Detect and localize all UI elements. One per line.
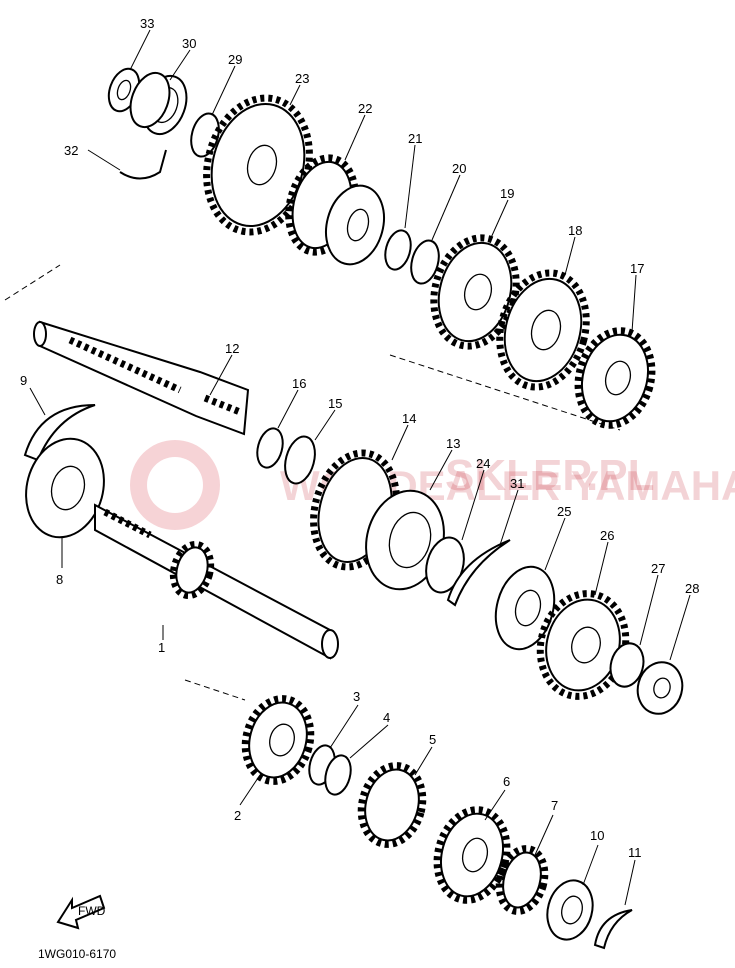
- label-20: 20: [452, 161, 466, 176]
- label-17: 17: [630, 261, 644, 276]
- label-7: 7: [551, 798, 558, 813]
- label-5: 5: [429, 732, 436, 747]
- label-12: 12: [225, 341, 239, 356]
- label-1: 1: [158, 640, 165, 655]
- label-16: 16: [292, 376, 306, 391]
- fwd-label: FWD: [78, 904, 106, 918]
- label-31: 31: [510, 476, 524, 491]
- part-31-circlip: [446, 539, 511, 607]
- label-4: 4: [383, 710, 390, 725]
- part-21-circlip: [384, 229, 412, 271]
- part-9-circlip: [23, 404, 96, 462]
- part-25-oil-seal: [494, 565, 556, 651]
- lower-axis-line: [184, 679, 246, 701]
- label-32: 32: [64, 143, 78, 158]
- label-9: 9: [20, 373, 27, 388]
- upper-axis-line-left: [4, 264, 61, 301]
- label-27: 27: [651, 561, 665, 576]
- label-6: 6: [503, 774, 510, 789]
- part-27-lock-washer: [609, 642, 645, 688]
- part-28-nut: [636, 661, 684, 715]
- label-28: 28: [685, 581, 699, 596]
- label-8: 8: [56, 572, 63, 587]
- watermark-main-group: SKLEP.PL: [445, 451, 654, 500]
- label-19: 19: [500, 186, 514, 201]
- part-18-gear: [496, 269, 590, 391]
- label-22: 22: [358, 101, 372, 116]
- label-23: 23: [295, 71, 309, 86]
- label-33: 33: [140, 16, 154, 31]
- part-26-sprocket: [536, 590, 630, 700]
- label-2: 2: [234, 808, 241, 823]
- label-18: 18: [568, 223, 582, 238]
- part-number-labels: 33 30 29 23 22 21 20 19 18 17 32 12 16 1…: [20, 16, 699, 860]
- label-21: 21: [408, 131, 422, 146]
- label-11: 11: [628, 845, 642, 860]
- drawing-code: 1WG010-6170: [38, 947, 116, 961]
- part-8-bearing: [25, 437, 105, 539]
- fwd-arrow-icon: FWD: [56, 894, 106, 930]
- part-16-circlip: [256, 427, 284, 469]
- leader-lines: [29, 29, 691, 906]
- label-10: 10: [590, 828, 604, 843]
- label-25: 25: [557, 504, 571, 519]
- part-17-gear: [574, 327, 656, 429]
- upper-axis-line-right: [389, 354, 621, 431]
- part-7-gear: [495, 845, 549, 915]
- part-11-circlip: [593, 909, 633, 950]
- part-15-washer: [284, 435, 316, 485]
- part-13-bearing: [365, 489, 445, 591]
- part-4-circlip: [324, 754, 352, 796]
- label-26: 26: [600, 528, 614, 543]
- part-22-gear: [285, 154, 385, 266]
- part-10-bearing: [546, 879, 594, 941]
- watermark-main-text: SKLEP.PL: [445, 451, 654, 500]
- watermark-logo: [130, 440, 220, 530]
- label-3: 3: [353, 689, 360, 704]
- label-24: 24: [476, 456, 490, 471]
- part-1-drive-axle: [94, 503, 339, 660]
- part-30-bearing: [129, 71, 188, 136]
- label-15: 15: [328, 396, 342, 411]
- label-14: 14: [402, 411, 416, 426]
- label-29: 29: [228, 52, 242, 67]
- part-32-circlip: [119, 149, 167, 180]
- part-12-main-shaft: [33, 320, 250, 436]
- label-30: 30: [182, 36, 196, 51]
- part-5-gear: [357, 762, 427, 848]
- part-2-gear: [241, 695, 315, 785]
- part-20-washer: [410, 239, 440, 285]
- part-24-collar: [425, 536, 465, 594]
- label-13: 13: [446, 436, 460, 451]
